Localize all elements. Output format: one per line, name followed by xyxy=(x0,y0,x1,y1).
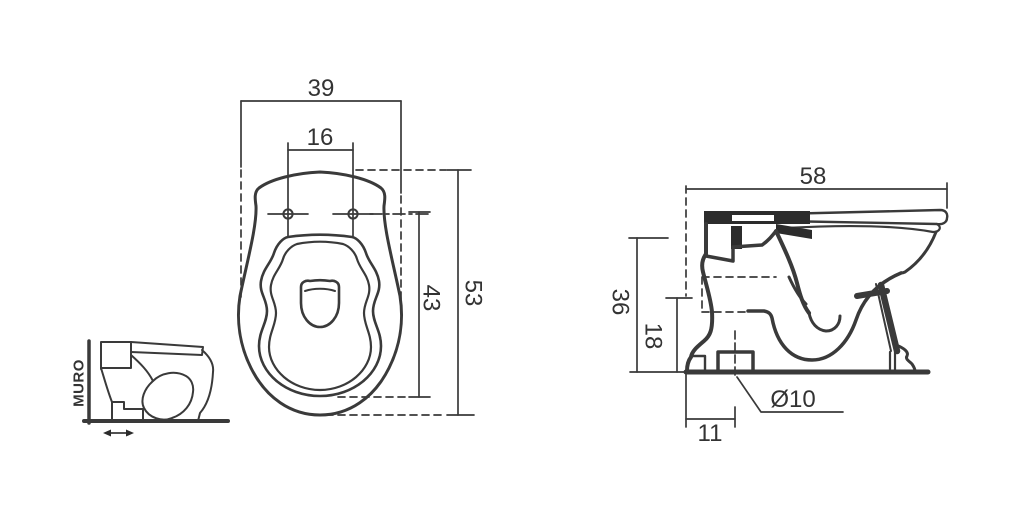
dim-rim-height: 36 xyxy=(607,237,669,373)
wall-label: MURO xyxy=(71,359,88,407)
bowl-back-inner-line xyxy=(774,229,811,315)
dim-39-label: 39 xyxy=(308,75,335,102)
trap-hook-line xyxy=(807,311,842,333)
dim-36-label: 36 xyxy=(607,289,634,316)
hidden-trap-box xyxy=(701,276,777,313)
dim-bowl-length: 43 xyxy=(337,211,445,398)
toilet-profile-small xyxy=(100,341,215,422)
dim-43-label: 43 xyxy=(418,285,445,312)
pedestal-back-outline xyxy=(685,222,715,373)
fixing-holes xyxy=(267,142,433,237)
dim-53-label: 53 xyxy=(460,280,487,307)
plan-seat-ring xyxy=(257,233,383,398)
side-view-large: 58 36 18 11 Ø10 xyxy=(607,163,949,447)
bowl-back-inner-line2 xyxy=(787,275,808,306)
dim-11-label: 11 xyxy=(698,420,723,447)
hinge-post-section xyxy=(731,226,742,249)
back-foot-detail xyxy=(689,354,707,373)
hole-crosshair-vertical xyxy=(287,142,354,237)
front-leg-thin-edge xyxy=(875,283,892,352)
plan-water-area-inner-line xyxy=(304,287,336,292)
arrow-left-head xyxy=(103,429,111,437)
dim-outlet-distance: 11 xyxy=(685,373,736,447)
dim-outlet-diameter: Ø10 xyxy=(736,376,844,413)
hinge-bar-slot xyxy=(732,215,774,221)
outlet-recess xyxy=(716,350,755,372)
wall-distance-arrow xyxy=(103,429,134,437)
dim-overall-depth-side: 58 xyxy=(685,163,948,297)
plan-view: 39 16 43 53 xyxy=(237,75,487,417)
bowl-underside-curve xyxy=(746,271,903,362)
dim-o10-label: Ø10 xyxy=(770,386,815,413)
fixing-hole-right xyxy=(347,208,359,220)
bowl-front-outer-edge xyxy=(899,230,938,275)
front-leg-base xyxy=(888,350,897,372)
dim-overall-width: 39 xyxy=(240,75,402,301)
rim-moulding xyxy=(784,222,941,234)
plan-water-area xyxy=(299,278,341,329)
leader-line xyxy=(736,376,844,413)
dim-overall-depth-plan: 53 xyxy=(325,169,487,416)
front-foot-moulding xyxy=(894,343,917,373)
seat-profile xyxy=(777,208,949,226)
dim-58-label: 58 xyxy=(800,163,827,190)
dim-16-label: 16 xyxy=(307,124,334,151)
plan-outer-outline xyxy=(237,170,403,417)
dim-outlet-height: 18 xyxy=(640,297,693,373)
arrow-right-head xyxy=(126,429,134,437)
side-view-small: MURO xyxy=(71,339,230,437)
front-leg-heavy-edge xyxy=(877,281,901,355)
dim-hole-spacing: 16 xyxy=(287,124,354,151)
fixing-hole-left xyxy=(282,208,294,220)
dim-18-label: 18 xyxy=(640,323,667,350)
plan-inner-opening xyxy=(267,240,373,392)
hinge-bracket-section xyxy=(776,224,812,239)
